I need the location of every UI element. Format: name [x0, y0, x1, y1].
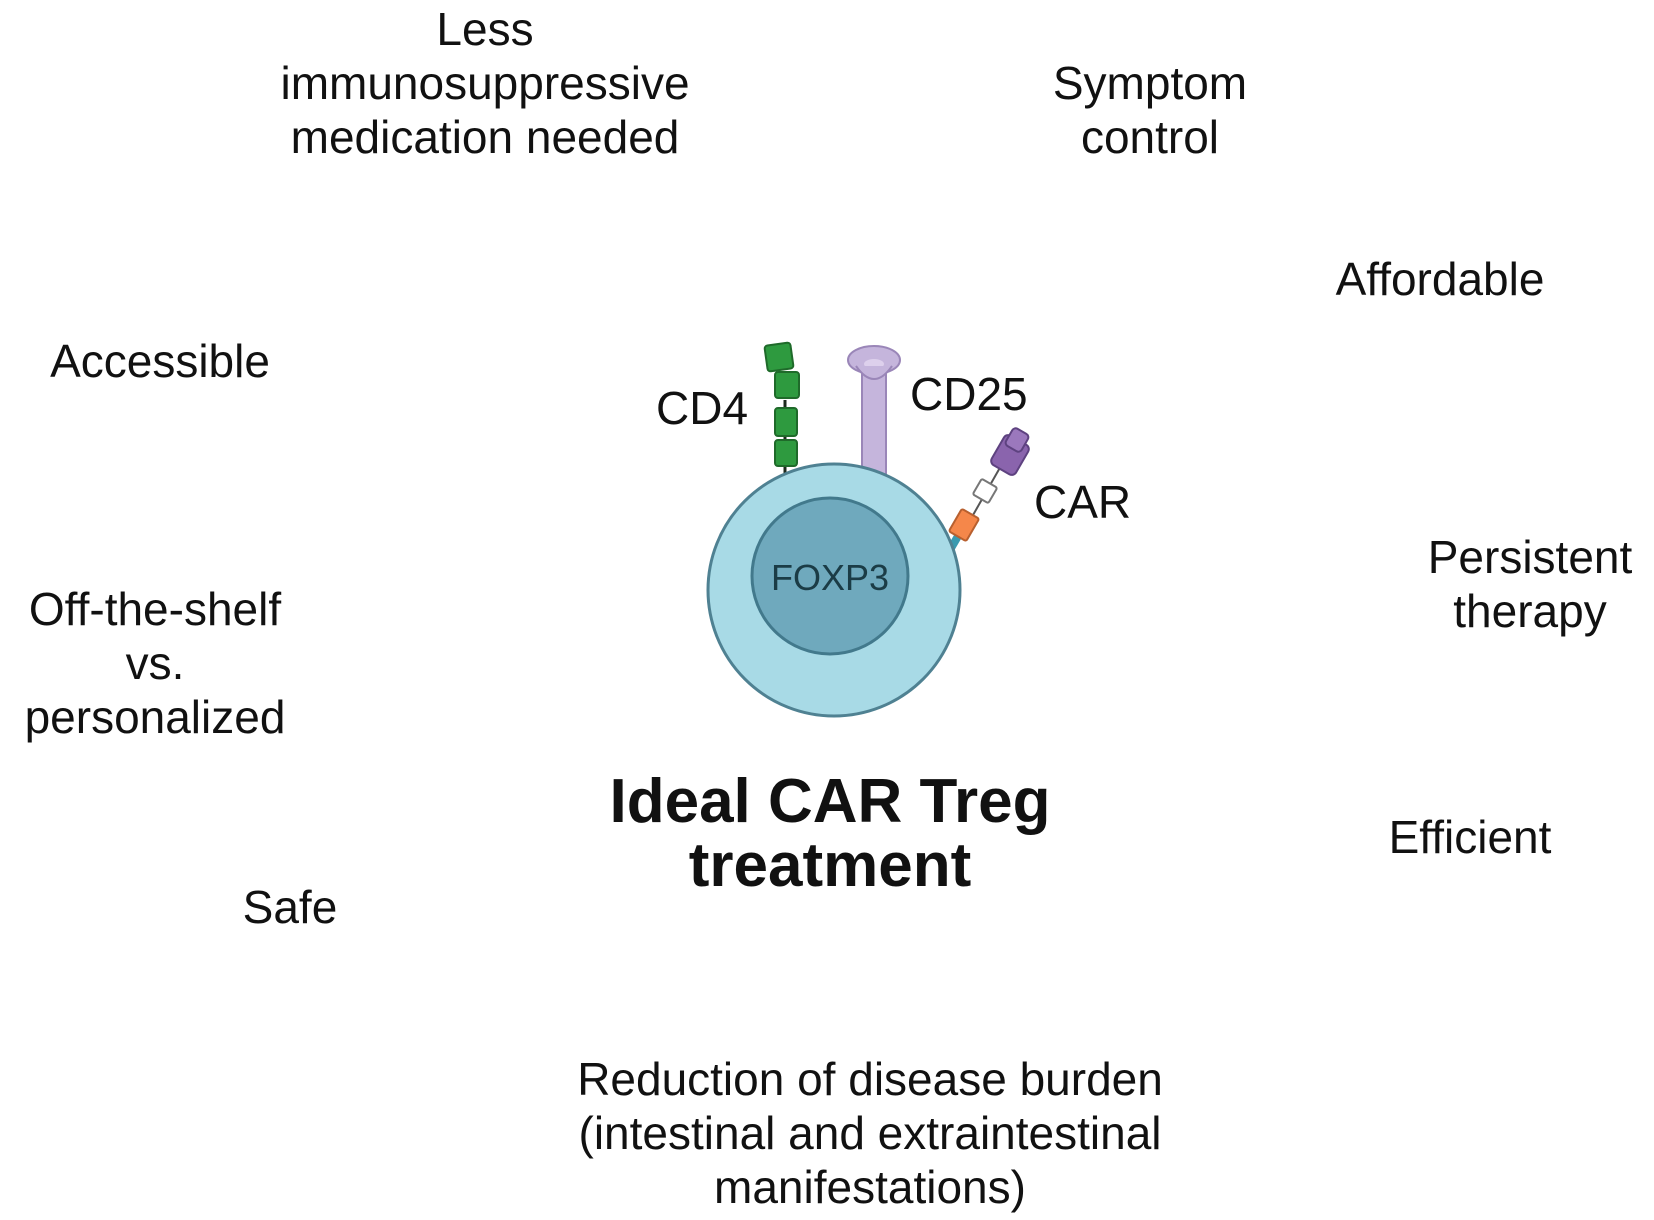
label-accessible: Accessible — [20, 334, 300, 388]
title-line: Ideal CAR Treg — [609, 767, 1051, 836]
label-symptom-control: Symptom control — [1020, 56, 1280, 164]
cd25-receptor — [847, 345, 901, 501]
label-line: therapy — [1453, 585, 1607, 637]
label-line: manifestations) — [714, 1161, 1026, 1213]
label-line: Efficient — [1388, 811, 1552, 863]
label-line: personalized — [24, 691, 286, 743]
car-receptor — [947, 427, 1030, 552]
cd4-label: CD4 — [656, 382, 748, 434]
label-affordable: Affordable — [1300, 252, 1580, 306]
label-line: immunosuppressive — [280, 57, 690, 109]
label-line: control — [1080, 111, 1220, 163]
car-binding-domain — [1004, 427, 1030, 453]
label-safe: Safe — [200, 880, 380, 934]
label-line: Accessible — [50, 335, 270, 387]
label-line: Safe — [242, 881, 338, 933]
label-less-immunosuppressive: Less immunosuppressive medication needed — [240, 2, 730, 164]
cd4-domain — [774, 407, 798, 437]
label-line: (intestinal and extraintestinal — [578, 1107, 1162, 1159]
cd25-label: CD25 — [910, 368, 1028, 420]
label-line: Affordable — [1335, 253, 1545, 305]
label-efficient: Efficient — [1340, 810, 1600, 864]
nucleus — [750, 496, 910, 656]
label-line: Reduction of disease burden — [577, 1053, 1163, 1105]
label-persistent-therapy: Persistent therapy — [1400, 530, 1654, 638]
label-line: medication needed — [290, 111, 680, 163]
label-off-the-shelf: Off-the-shelf vs. personalized — [0, 582, 310, 744]
car-signaling-domain — [948, 508, 980, 542]
cd4-domain — [774, 371, 800, 399]
nucleus-label: FOXP3 — [771, 557, 889, 598]
cd4-receptor — [763, 341, 800, 490]
diagram-title: Ideal CAR Treg treatment — [480, 770, 1180, 898]
car-label: CAR — [1034, 476, 1131, 528]
cd4-domain — [774, 439, 798, 467]
cd4-domain — [763, 341, 795, 373]
label-line: Off-the-shelf — [28, 583, 282, 635]
car-hinge-domain — [972, 478, 998, 504]
label-line: Symptom — [1052, 57, 1248, 109]
label-reduction-disease-burden: Reduction of disease burden (intestinal … — [520, 1052, 1220, 1214]
title-line: treatment — [688, 831, 972, 900]
label-line: vs. — [125, 637, 185, 689]
label-line: Less — [436, 3, 534, 55]
label-line: Persistent — [1427, 531, 1633, 583]
